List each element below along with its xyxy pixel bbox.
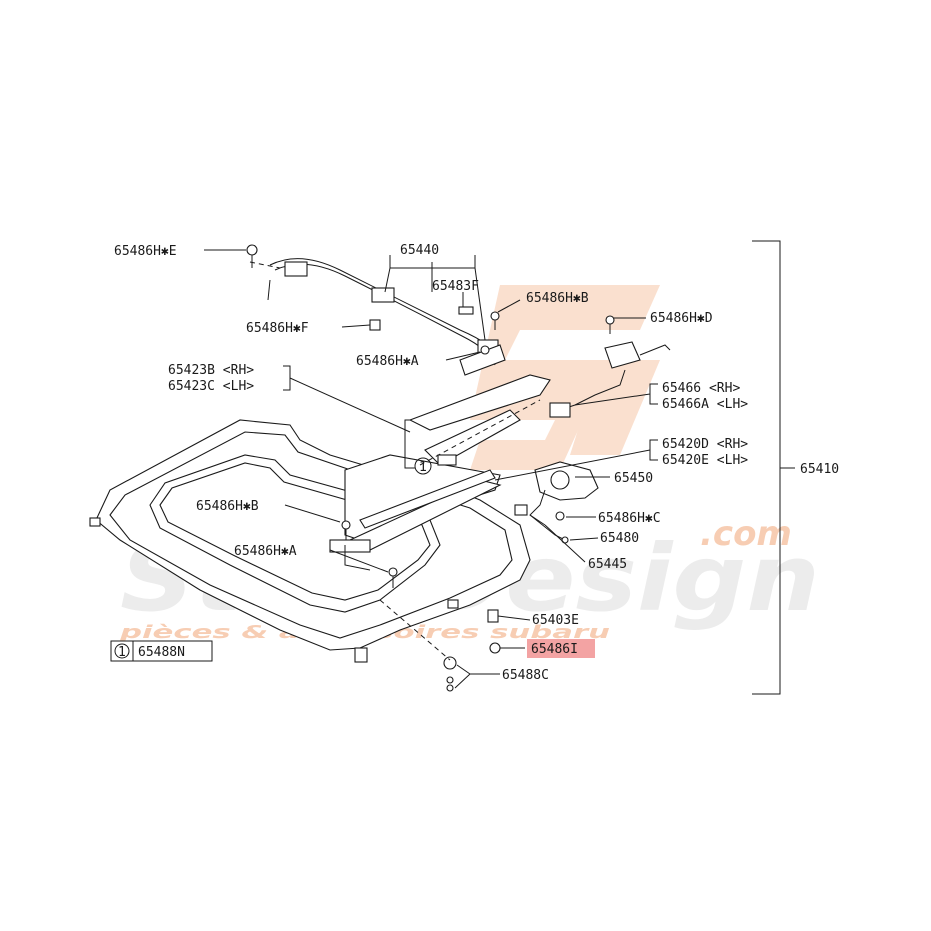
- part-labels: 65486H✱E 65440 65483F 65486H✱B 65486H✱D …: [114, 243, 839, 683]
- label-65420e[interactable]: 65420E <LH>: [662, 453, 748, 468]
- label-65420d[interactable]: 65420D <RH>: [662, 437, 748, 452]
- fasteners: [246, 244, 615, 692]
- leader-lines: [204, 249, 658, 689]
- label-65483f[interactable]: 65483F: [432, 279, 479, 294]
- legend-number: 1: [118, 645, 126, 660]
- label-65466[interactable]: 65466 <RH>: [662, 381, 740, 396]
- deflector-link: [408, 344, 551, 466]
- watermark-domain: .com: [700, 514, 792, 554]
- label-65466a[interactable]: 65466A <LH>: [662, 397, 748, 412]
- label-65488c[interactable]: 65488C: [502, 668, 549, 683]
- callout-1-number: 1: [419, 460, 427, 475]
- label-65480[interactable]: 65480: [600, 531, 639, 546]
- label-65486i[interactable]: 65486I: [531, 642, 578, 657]
- switch-cable: [549, 341, 671, 418]
- label-65440[interactable]: 65440: [400, 243, 439, 258]
- highlight-65486i: [527, 639, 595, 658]
- label-65486h-f[interactable]: 65486H✱F: [246, 321, 309, 336]
- sunroof-motor: [529, 461, 599, 526]
- legend-part[interactable]: 65488N: [138, 645, 185, 660]
- label-65486h-d[interactable]: 65486H✱D: [650, 311, 713, 326]
- label-65445[interactable]: 65445: [588, 557, 627, 572]
- label-65486h-a-mid[interactable]: 65486H✱A: [234, 544, 297, 559]
- callout-1: 1: [414, 457, 432, 475]
- label-65423c[interactable]: 65423C <LH>: [168, 379, 254, 394]
- label-65486h-b-top[interactable]: 65486H✱B: [526, 291, 589, 306]
- sunroof-frame: [89, 419, 531, 663]
- label-65450[interactable]: 65450: [614, 471, 653, 486]
- label-65486h-b-mid[interactable]: 65486H✱B: [196, 499, 259, 514]
- label-65486h-c[interactable]: 65486H✱C: [598, 511, 661, 526]
- watermark-logo: [470, 285, 660, 470]
- legend: 1 65488N: [110, 640, 213, 662]
- assembly-bracket: [752, 240, 795, 695]
- label-65410[interactable]: 65410: [800, 462, 839, 477]
- label-65403e[interactable]: 65403E: [532, 613, 579, 628]
- guide-rail: [329, 454, 502, 571]
- label-65486h-e[interactable]: 65486H✱E: [114, 244, 177, 259]
- label-65423b[interactable]: 65423B <RH>: [168, 363, 254, 378]
- label-65486h-a-top[interactable]: 65486H✱A: [356, 354, 419, 369]
